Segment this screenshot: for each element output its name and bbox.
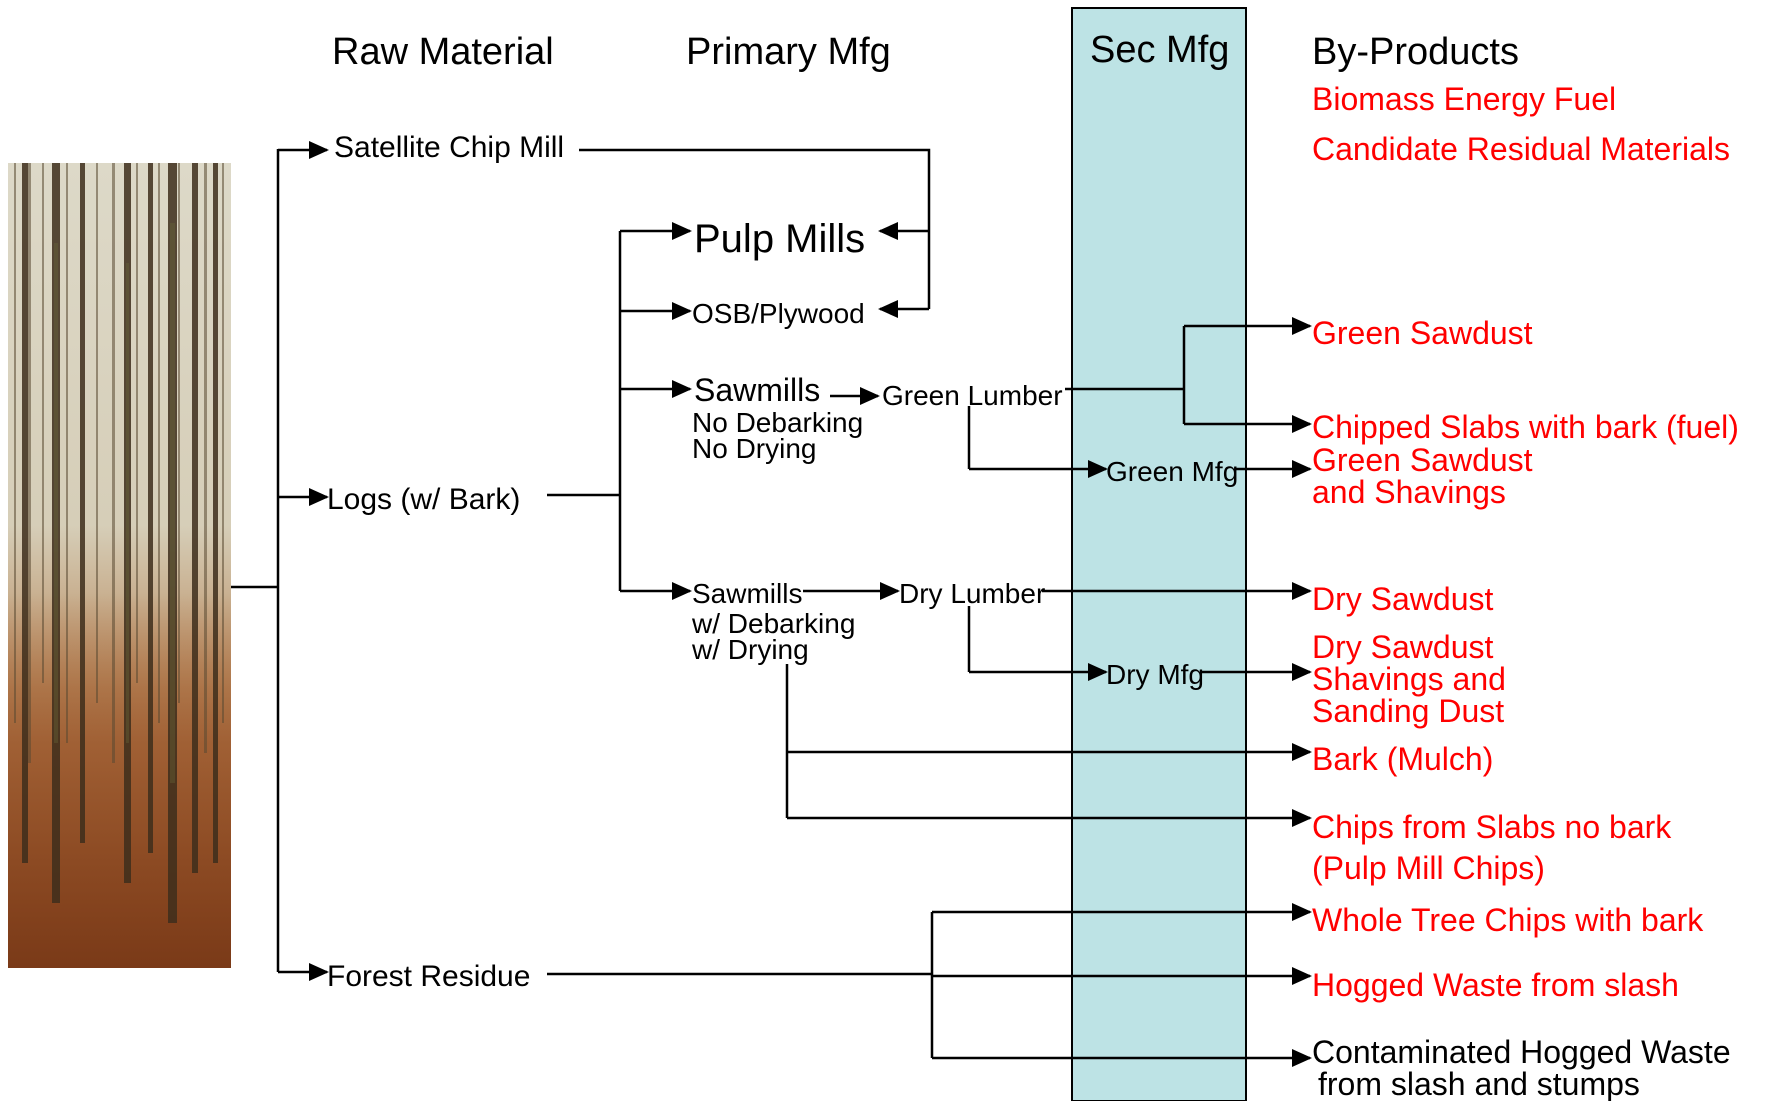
forest-photo — [8, 163, 231, 968]
line-chip-mill-out — [579, 148, 931, 309]
node-logs-with-bark: Logs (w/ Bark) — [327, 483, 521, 516]
byproduct-chips-from-slabs: Chips from Slabs no bark — [1312, 809, 1672, 845]
node-dry-mfg: Dry Mfg — [1106, 659, 1204, 690]
header-raw-material: Raw Material — [332, 31, 554, 73]
byproduct-dry-sawdust: Dry Sawdust — [1312, 581, 1494, 617]
byproduct-contaminated-line1: Contaminated Hogged Waste — [1312, 1034, 1731, 1070]
legend-candidate-materials: Candidate Residual Materials — [1312, 131, 1730, 167]
byproduct-contaminated-line2: from slash and stumps — [1318, 1066, 1640, 1101]
byproduct-dry-mfg-line2: Shavings and — [1312, 661, 1506, 697]
note-no-debarking: No Debarking — [692, 407, 864, 438]
node-green-mfg: Green Mfg — [1106, 456, 1239, 487]
note-with-debarking: w/ Debarking — [692, 608, 856, 639]
node-pulp-mills: Pulp Mills — [694, 217, 866, 261]
node-green-lumber: Green Lumber — [882, 380, 1063, 411]
byproduct-pulp-mill-chips: (Pulp Mill Chips) — [1312, 850, 1545, 886]
byproduct-whole-tree-chips: Whole Tree Chips with bark — [1312, 902, 1704, 938]
byproduct-dry-mfg-line1: Dry Sawdust — [1312, 629, 1494, 665]
node-forest-residue: Forest Residue — [327, 960, 531, 993]
byproduct-green-sawdust-line2: and Shavings — [1312, 474, 1506, 510]
node-sawmills-green: Sawmills — [694, 372, 821, 408]
byproduct-contaminated-hogged-waste: Contaminated Hogged Waste from slash and… — [1312, 1036, 1731, 1100]
node-dry-lumber: Dry Lumber — [899, 578, 1046, 609]
byproduct-hogged-waste: Hogged Waste from slash — [1312, 967, 1679, 1003]
note-with-debarking-drying: w/ Debarking w/ Drying — [692, 608, 856, 665]
note-no-debarking-drying: No Debarking No Drying — [692, 407, 864, 464]
byproduct-bark-mulch: Bark (Mulch) — [1312, 741, 1494, 777]
node-satellite-chip-mill: Satellite Chip Mill — [334, 131, 565, 164]
byproduct-dry-mfg-line3: Sanding Dust — [1312, 693, 1505, 729]
byproduct-dry-sawdust-shavings-sanding: Dry Sawdust Shavings and Sanding Dust — [1312, 631, 1506, 727]
header-by-products: By-Products — [1312, 31, 1519, 73]
byproduct-green-sawdust-shavings: Green Sawdust and Shavings — [1312, 444, 1533, 508]
byproduct-green-sawdust: Green Sawdust — [1312, 315, 1533, 351]
byproduct-chipped-slabs: Chipped Slabs with bark (fuel) — [1312, 409, 1739, 445]
byproduct-green-sawdust-line1: Green Sawdust — [1312, 442, 1533, 478]
note-no-drying: No Drying — [692, 433, 817, 464]
sec-mfg-column — [1071, 7, 1247, 1101]
legend-biomass-fuel: Biomass Energy Fuel — [1312, 81, 1617, 117]
header-primary-mfg: Primary Mfg — [686, 31, 891, 73]
node-sawmills-dry: Sawmills — [692, 578, 803, 609]
note-with-drying: w/ Drying — [692, 634, 809, 665]
header-sec-mfg: Sec Mfg — [1090, 29, 1230, 71]
node-osb-plywood: OSB/Plywood — [692, 298, 865, 329]
